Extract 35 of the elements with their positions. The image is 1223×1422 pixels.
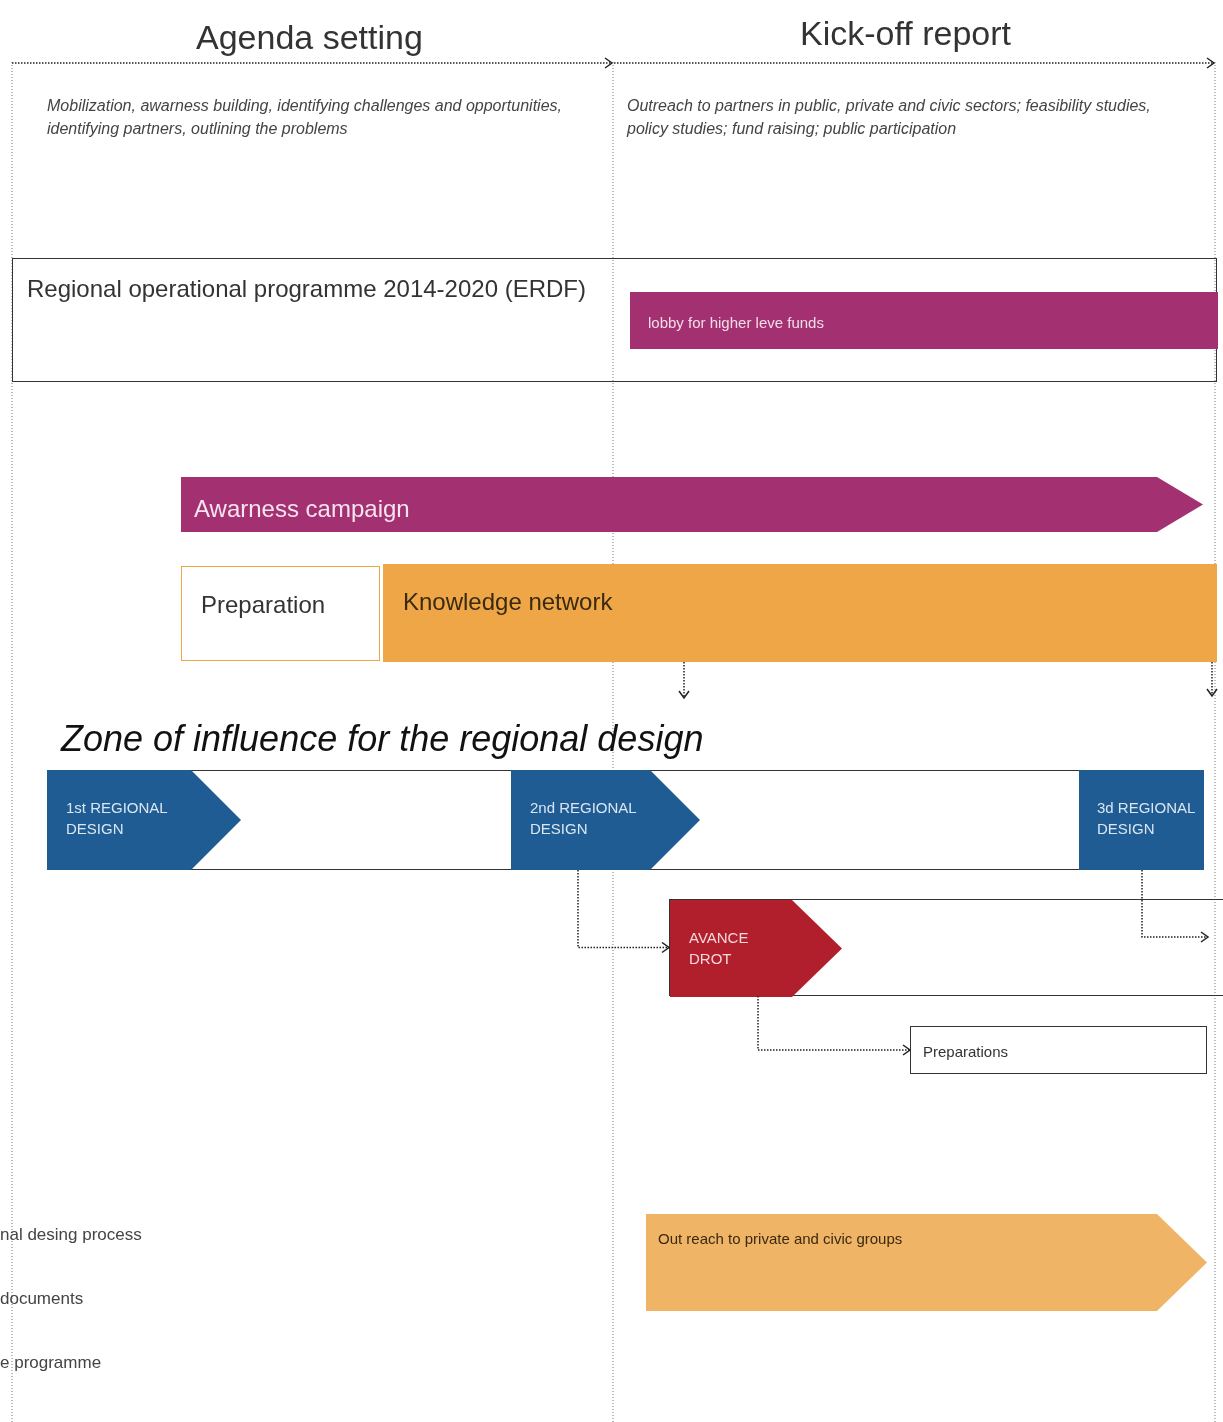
row-label: e programme (0, 1352, 102, 1374)
node-label: Knowledge network (403, 587, 613, 617)
node-label: 3d REGIONAL DESIGN (1097, 798, 1196, 839)
node-label: 1st REGIONAL DESIGN (66, 798, 169, 839)
phase-title: Agenda setting (196, 17, 423, 58)
phase-description: Outreach to partners in public, private and civic sectors; feasibility studies, policy studies; fund raising; public participation (627, 96, 1152, 139)
node-label: Regional operational programme 2014-2020 (ERDF) (27, 274, 586, 304)
draft-arrow (670, 900, 842, 997)
node-label: 2nd REGIONAL DESIGN (530, 798, 638, 839)
connector-arrow (678, 661, 690, 699)
node-label: lobby for higher leve funds (648, 313, 824, 333)
node-label: Preparations (923, 1042, 1009, 1062)
outreach-arrow (646, 1214, 1207, 1311)
connector-arrow (1141, 869, 1209, 943)
process-box (910, 1026, 1207, 1074)
programme-band (12, 258, 1217, 382)
design-arrow (47, 770, 241, 870)
phase-description: Mobilization, awarness building, identifying challenges and opportunities, identifying partners, outlining the problems (47, 96, 563, 139)
row-label: documents (0, 1288, 84, 1310)
node-label: Preparation (201, 590, 326, 620)
design-block (1079, 770, 1204, 870)
zone-heading: Zone of influence for the regional design (61, 717, 704, 761)
row-label: nal desing process (0, 1224, 142, 1246)
node-label: Awarness campaign (194, 494, 410, 524)
node-label: Out reach to private and civic groups (658, 1229, 903, 1249)
node-label: AVANCE DROT (689, 928, 750, 969)
connector-arrow (757, 995, 911, 1056)
phase-title: Kick-off report (800, 13, 1011, 54)
network-bar (383, 564, 1217, 662)
connector-arrow (577, 869, 670, 954)
timeline-band (669, 899, 1223, 996)
phase-box (181, 566, 380, 661)
funding-bar (630, 292, 1218, 349)
connector-arrow (1206, 661, 1218, 697)
design-arrow (511, 770, 700, 870)
